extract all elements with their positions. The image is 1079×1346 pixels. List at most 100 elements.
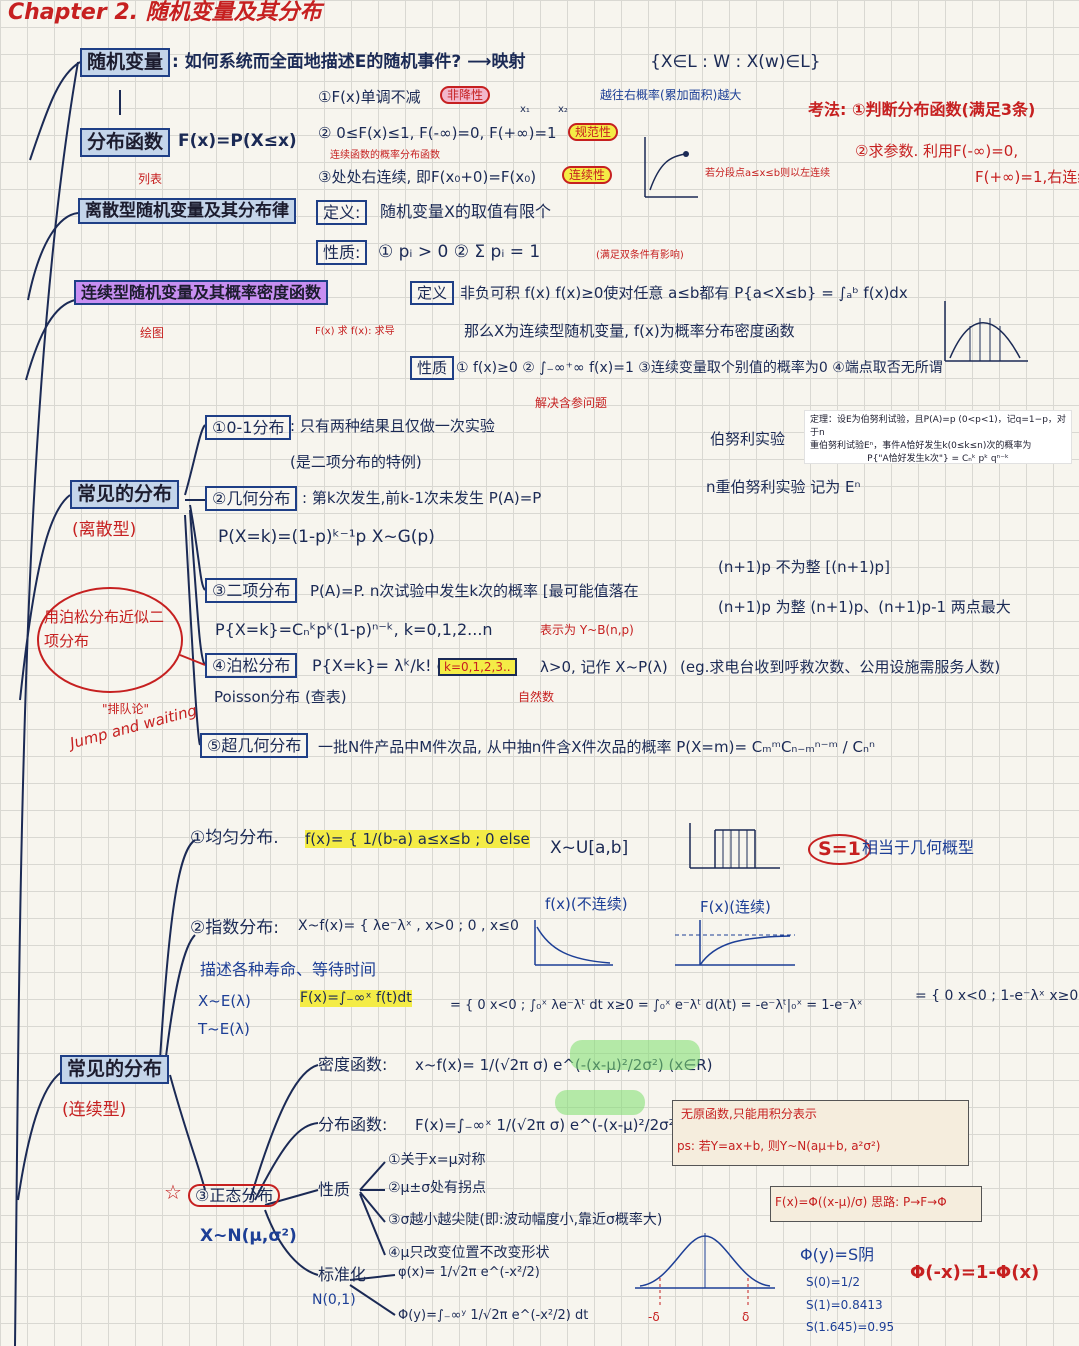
normal-S0: S(0)=1/2 [806, 1275, 860, 1289]
bernoulli01-sub: (是二项分布的特例) [290, 453, 422, 471]
exponential-desc: 描述各种寿命、等待时间 [200, 960, 377, 979]
uniform-formula: f(x)= { 1/(b-a) a≤x≤b ; 0 else [305, 830, 530, 848]
binomial-node: ③二项分布 [205, 578, 298, 604]
cdf-prop-3: ③处处右连续, 即F(x₀+0)=F(x₀) [318, 168, 537, 186]
normal-density-highlight [570, 1040, 700, 1070]
common-dist-continuous-sub: (连续型) [62, 1100, 127, 1120]
exponential-notation-x: X~E(λ) [198, 992, 251, 1010]
normal-cdf-note-box: 无原函数,只能用积分表示 ps: 若Y=ax+b, 则Y~N(aμ+b, a²σ… [672, 1100, 969, 1166]
common-dist-continuous-node: 常见的分布 [60, 1055, 170, 1084]
exam-method-3: F(+∞)=1,右连续 [975, 168, 1079, 186]
exponential-pdf-label: f(x)(不连续) [545, 895, 628, 913]
exponential-label: ②指数分布: [190, 918, 279, 938]
normal-cdf-highlight [555, 1090, 645, 1115]
exponential-formula: X~f(x)= { λe⁻λˣ , x>0 ; 0 , x≤0 [298, 918, 519, 934]
normal-standard-notation: N(0,1) [312, 1292, 356, 1308]
random-variable-set: {X∈L : W : X(w)∈L} [650, 52, 821, 72]
uniform-note: 相当于几何概型 [862, 838, 975, 857]
cdf-x1: x₁ [520, 104, 530, 115]
exponential-cdf-chart [675, 920, 795, 966]
random-variable-desc: : 如何系统而全面地描述E的随机事件? ⟶映射 [172, 52, 526, 72]
normal-neg-delta: -δ [648, 1310, 660, 1324]
binomial-mode-1: (n+1)p 不为整 [(n+1)p] [718, 558, 890, 576]
exam-method-1: 考法: ①判断分布函数(满足3条) [808, 100, 1036, 119]
binomial-mode-2: (n+1)p 为整 (n+1)p、(n+1)p-1 两点最大 [718, 598, 1011, 616]
normal-prop-4: ④μ只改变位置不改变形状 [388, 1245, 550, 1261]
continuous-param-note: 解决含参问题 [535, 396, 608, 410]
cdf-x2: x₂ [558, 104, 568, 115]
random-variable-node: 随机变量 [80, 48, 171, 77]
discrete-def-label: 定义: [316, 200, 368, 226]
poisson-desc: λ>0, 记作 X~P(λ) [540, 658, 668, 676]
geometric-desc: : 第k次发生,前k-1次未发生 P(A)=P [302, 489, 542, 507]
normal-standardize-label: 标准化 [318, 1265, 367, 1284]
discrete-prop: ① pᵢ > 0 ② Σ pᵢ = 1 [378, 242, 541, 262]
normal-curve-chart [635, 1233, 775, 1308]
n-bernoulli-label: n重伯努利实验 记为 Eⁿ [706, 478, 861, 496]
card-line-2: 重伯努利试验Eⁿ，事件A恰好发生k(0≤k≤n)次的概率为 [810, 441, 1032, 452]
binomial-tag: 表示为 Y~B(n,p) [540, 623, 634, 637]
cdf-continuous-note: 连续函数的概率分布函数 [330, 150, 440, 161]
normal-node: ③正态分布 [188, 1184, 281, 1208]
normal-prop-3: ③σ越小越尖陡(即:波动幅度小,靠近σ概率大) [388, 1212, 663, 1228]
common-dist-discrete-sub: (离散型) [72, 520, 137, 540]
continuous-prop: ① f(x)≥0 ② ∫₋∞⁺∞ f(x)=1 ③连续变量取个别值的概率为0 ④… [456, 360, 943, 376]
normal-cdf-label: 分布函数: [318, 1115, 388, 1134]
queue-theory-label: "排队论" [102, 702, 150, 716]
continuous-def-2: 那么X为连续型随机变量, f(x)为概率分布密度函数 [464, 322, 795, 340]
common-dist-discrete-node: 常见的分布 [70, 480, 180, 509]
continuous-def: 非负可积 f(x) f(x)≥0使对任意 a≤b都有 P{a<X≤b} = ∫ₐ… [460, 284, 908, 302]
normal-cdf-note-1: 无原函数,只能用积分表示 [681, 1107, 817, 1121]
geometric-formula: P(X=k)=(1-p)ᵏ⁻¹p X~G(p) [218, 527, 435, 547]
cdf-note-right: 越往右概率(累加面积)越大 [600, 88, 742, 102]
binomial-formula: P{X=k}=Cₙᵏpᵏ(1-p)ⁿ⁻ᵏ, k=0,1,2...n [215, 620, 493, 639]
hypergeometric-desc: 一批N件产品中M件次品, 从中抽n件含X件次品的概率 P(X=m)= CₘᵐCₙ… [318, 738, 875, 756]
discrete-node: 离散型随机变量及其分布律 [78, 198, 296, 225]
normal-density-label: 密度函数: [318, 1055, 388, 1074]
poisson-k-values: k=0,1,2,3.. [438, 658, 517, 677]
cdf-tag-normative: 规范性 [568, 123, 619, 142]
bernoulli01-desc: : 只有两种结果且仅做一次实验 [290, 417, 495, 435]
uniform-notation: X~U[a,b] [550, 838, 629, 858]
normal-notation: X~N(μ,σ²) [200, 1226, 297, 1246]
exponential-notation-t: T~E(λ) [198, 1020, 250, 1038]
poisson-node: ④泊松分布 [205, 653, 298, 679]
normal-star-mark: ☆ [164, 1180, 182, 1204]
normal-pos-delta: δ [742, 1310, 750, 1324]
uniform-area: S=1 [808, 834, 871, 865]
uniform-label: ①均匀分布. [190, 828, 279, 848]
cdf-formula: F(x)=P(X≤x) [178, 131, 297, 151]
bernoulli-theorem-card: 定理：设E为伯努利试验，且P(A)=p (0<p<1)，记q=1−p，对于n 重… [804, 410, 1072, 464]
continuous-node: 连续型随机变量及其概率密度函数 [74, 280, 329, 306]
continuous-derivative-note: F(x) 求 f(x): 求导 [315, 326, 395, 337]
poisson-approx-note: 用泊松分布近似二项分布 [44, 608, 165, 650]
continuous-prop-label: 性质 [410, 356, 455, 380]
normal-S1: S(1)=0.8413 [806, 1298, 883, 1312]
exponential-cdf-label: F(x)(连续) [700, 898, 771, 916]
normal-cdf-note-2: ps: 若Y=ax+b, 则Y~N(aμ+b, a²σ²) [677, 1139, 881, 1153]
normal-cdf-formula: F(x)=∫₋∞ˣ 1/(√2π σ) e^(-(x-μ)²/2σ²) dx [415, 1116, 704, 1134]
cdf-node: 分布函数 [80, 128, 171, 157]
poisson-sub: Poisson分布 (查表) [214, 688, 347, 706]
draw-arrow-label: 绘图 [140, 326, 165, 340]
cdf-step-chart [644, 137, 698, 198]
binomial-desc: P(A)=P. n次试验中发生k次的概率 [最可能值落在 [310, 582, 639, 600]
poisson-natural-number: 自然数 [518, 690, 555, 704]
normal-std-formula: F(x)=Φ((x-μ)/σ) 思路: P→F→Φ [775, 1195, 947, 1209]
hypergeometric-node: ⑤超几何分布 [200, 733, 309, 759]
uniform-chart [689, 823, 780, 869]
density-area-chart [944, 301, 1028, 362]
discrete-prop-label: 性质: [316, 240, 368, 266]
exponential-pdf-chart [534, 920, 613, 966]
normal-Phi-area: Φ(y)=S阴 [800, 1245, 875, 1264]
discrete-def: 随机变量X的取值有限个 [380, 202, 551, 221]
chapter-title: Chapter 2. 随机变量及其分布 [8, 0, 322, 25]
normal-Phi-integral: Φ(y)=∫₋∞ʸ 1/√2π e^(-x²/2) dt [398, 1308, 589, 1323]
cdf-tag-nondecreasing: 非降性 [440, 86, 491, 105]
exponential-cdf-result: = { 0 x<0 ; 1-e⁻λˣ x≥0 [915, 988, 1079, 1004]
cdf-prop-2: ② 0≤F(x)≤1, F(-∞)=0, F(+∞)=1 [318, 124, 557, 142]
bernoulli-trial-label: 伯努利实验 [710, 430, 786, 448]
normal-prop-2: ②μ±σ处有拐点 [388, 1180, 487, 1196]
list-arrow-label: 列表 [138, 172, 163, 186]
